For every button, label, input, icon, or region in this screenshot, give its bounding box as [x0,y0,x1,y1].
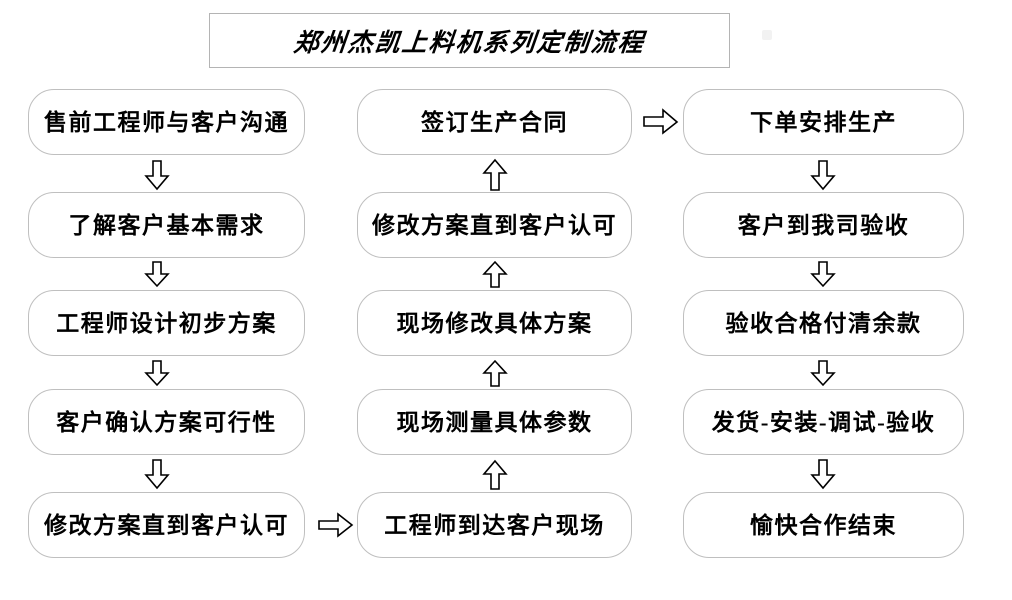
process-node-step-3[interactable]: 工程师设计初步方案 [28,290,305,356]
process-node-label: 修改方案直到客户认可 [44,512,289,538]
process-node-label: 验收合格付清余款 [725,310,922,336]
process-node-label: 工程师到达客户现场 [384,512,605,538]
process-node-step-11[interactable]: 下单安排生产 [683,89,964,155]
diagram-title-box: 郑州杰凯上料机系列定制流程 [209,13,730,68]
process-node-step-1[interactable]: 售前工程师与客户沟通 [28,89,305,155]
arrow-up-icon [482,359,508,387]
process-node-label: 签订生产合同 [421,109,568,135]
process-node-label: 了解客户基本需求 [68,212,265,238]
watermark-speck [762,30,772,40]
process-node-step-8[interactable]: 现场修改具体方案 [357,290,632,356]
process-node-label: 修改方案直到客户认可 [372,212,617,238]
arrow-down-icon [144,459,170,490]
process-node-step-4[interactable]: 客户确认方案可行性 [28,389,305,455]
process-node-label: 发货-安装-调试-验收 [711,409,936,435]
process-node-label: 工程师设计初步方案 [56,310,277,336]
process-node-step-10[interactable]: 签订生产合同 [357,89,632,155]
arrow-right-icon [643,108,679,136]
process-node-label: 下单安排生产 [750,109,897,135]
process-node-label: 客户到我司验收 [737,212,910,238]
arrow-down-icon [810,360,836,387]
arrow-down-icon [810,459,836,490]
process-node-step-7[interactable]: 现场测量具体参数 [357,389,632,455]
arrow-down-icon [144,261,170,288]
process-node-label: 售前工程师与客户沟通 [44,109,289,135]
arrow-right-icon [318,512,354,538]
arrow-down-icon [810,261,836,288]
process-node-step-2[interactable]: 了解客户基本需求 [28,192,305,258]
arrow-up-icon [482,158,508,191]
process-node-label: 现场测量具体参数 [396,409,593,435]
process-node-label: 客户确认方案可行性 [56,409,277,435]
diagram-title: 郑州杰凯上料机系列定制流程 [292,29,647,57]
arrow-down-icon [810,160,836,191]
process-node-step-15[interactable]: 愉快合作结束 [683,492,964,558]
arrow-down-icon [144,360,170,387]
process-node-step-12[interactable]: 客户到我司验收 [683,192,964,258]
process-node-step-9[interactable]: 修改方案直到客户认可 [357,192,632,258]
arrow-up-icon [482,260,508,288]
process-node-label: 愉快合作结束 [750,512,897,538]
arrow-down-icon [144,160,170,191]
process-node-step-13[interactable]: 验收合格付清余款 [683,290,964,356]
process-node-step-14[interactable]: 发货-安装-调试-验收 [683,389,964,455]
process-node-step-5[interactable]: 修改方案直到客户认可 [28,492,305,558]
arrow-up-icon [482,459,508,490]
process-node-step-6[interactable]: 工程师到达客户现场 [357,492,632,558]
process-node-label: 现场修改具体方案 [396,310,593,336]
